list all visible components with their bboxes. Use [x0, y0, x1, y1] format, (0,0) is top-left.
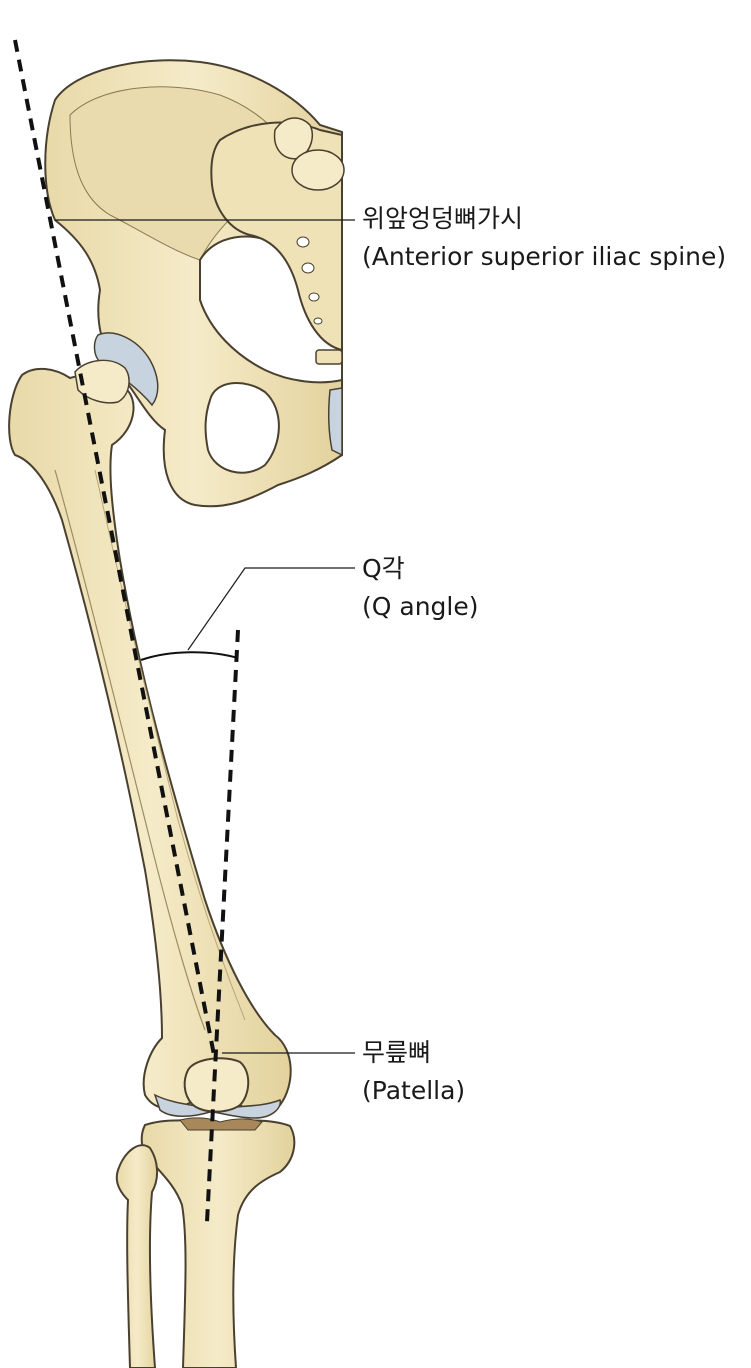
asis-label: 위앞엉덩뼈가시 (Anterior superior iliac spine): [362, 200, 726, 276]
pubic-symphysis-cartilage: [327, 387, 343, 457]
femur: [8, 359, 292, 1119]
patella-label-korean: 무릎뼈: [362, 1038, 432, 1067]
pelvis: [44, 59, 345, 508]
q-angle-label-korean: Q각: [362, 554, 405, 583]
coccyx: [315, 349, 343, 365]
tibial-plateau-shadow: [179, 1117, 263, 1131]
asis-to-patella-dashed-line: [13, 39, 217, 1061]
sacral-foramen-4: [313, 317, 323, 325]
q-angle-leader-line: [187, 567, 355, 651]
sacral-foramen-3: [308, 292, 320, 302]
patella-label: 무릎뼈 (Patella): [362, 1034, 465, 1110]
tibia: [140, 1119, 296, 1368]
asis-label-english: (Anterior superior iliac spine): [362, 242, 727, 271]
sacral-foramen-1: [296, 236, 310, 248]
q-angle-label: Q각 (Q angle): [362, 550, 479, 626]
q-angle-label-english: (Q angle): [362, 592, 479, 621]
obturator-foramen: [204, 381, 280, 474]
reference-lines: [13, 39, 240, 1223]
sacral-promontory: [273, 117, 313, 160]
fibula: [115, 1144, 158, 1368]
patella: [183, 1057, 250, 1113]
q-angle-arc: [140, 651, 239, 661]
sacral-foramen-2: [301, 262, 315, 274]
lower-leg: [115, 1117, 296, 1368]
asis-label-korean: 위앞엉덩뼈가시: [362, 204, 524, 233]
femur-head: [74, 359, 130, 404]
patella-label-english: (Patella): [362, 1076, 466, 1105]
leader-lines: [55, 219, 355, 1054]
femur-shaft-highlight: [54, 469, 206, 1031]
vertebral-body: [291, 149, 345, 191]
